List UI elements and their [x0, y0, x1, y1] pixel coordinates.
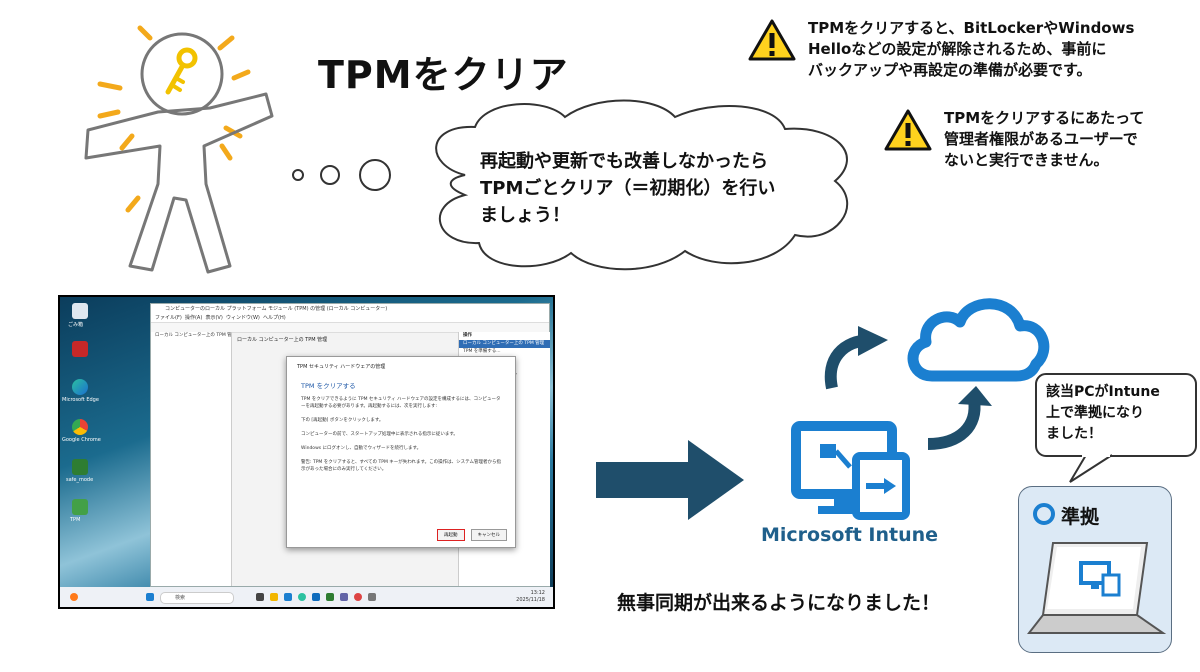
menu-help[interactable]: ヘルプ(H)	[263, 315, 286, 321]
recycle-bin-icon[interactable]	[72, 303, 88, 319]
callout-text: 該当PCがIntune 上で準拠になり ました！	[1046, 384, 1160, 442]
menu-action[interactable]: 操作(A)	[184, 315, 203, 321]
start-icon[interactable]	[146, 593, 154, 601]
circle-icon	[1033, 503, 1055, 525]
toolbar	[151, 323, 549, 333]
dialog-heading: TPM をクリアする	[301, 382, 356, 390]
chrome-taskbar-icon[interactable]	[354, 593, 362, 601]
right-arrow	[596, 440, 744, 520]
warning-text-1: TPMをクリアすると、BitLockerやWindows Helloなどの設定が…	[808, 19, 1135, 79]
clock-date: 2025/11/18	[516, 597, 545, 603]
intune-logo-icon	[791, 421, 910, 520]
menu-view[interactable]: 表示(V)	[205, 315, 223, 321]
laptop-icon	[1027, 542, 1167, 634]
taskbar: 検索 13:12 2025/11/18	[60, 587, 553, 607]
compliance-card: 準拠	[1018, 486, 1172, 653]
chrome-icon[interactable]	[72, 419, 88, 435]
thought-bubble	[435, 99, 849, 271]
callout-bubble	[1035, 373, 1197, 483]
actions-header: 操作	[463, 333, 472, 338]
desktop-icon-label: safe_mode	[66, 477, 94, 483]
bubble-text: 再起動や更新でも改善しなかったら TPMごとクリア（＝初期化）を行い ましょう！	[480, 151, 776, 226]
body	[84, 92, 274, 274]
app-icon[interactable]	[72, 341, 88, 357]
warning-note-1: TPMをクリアすると、BitLockerやWindows Helloなどの設定が…	[748, 18, 1134, 81]
menu-window[interactable]: ウィンドウ(W)	[226, 315, 260, 321]
edge-icon[interactable]	[72, 379, 88, 395]
taskbar-clock: 13:12 2025/11/18	[516, 590, 545, 604]
intune-label: Microsoft Intune	[761, 524, 939, 546]
person-illustration	[84, 25, 274, 274]
console-tree: ローカル コンピューター上の TPM 管理	[151, 332, 232, 586]
head	[140, 32, 224, 116]
edge-taskbar-icon[interactable]	[298, 593, 306, 601]
center-header: ローカル コンピューター上の TPM 管理	[237, 337, 328, 343]
clock-time: 13:12	[530, 590, 545, 596]
store-icon[interactable]	[312, 593, 320, 601]
restart-button[interactable]: 再起動	[437, 529, 465, 541]
mail-icon[interactable]	[284, 593, 292, 601]
warning-icon	[884, 109, 932, 151]
tpm-management-window: コンピューターのローカル プラットフォーム モジュール (TPM) の管理 (ロ…	[150, 303, 550, 587]
window-title: コンピューターのローカル プラットフォーム モジュール (TPM) の管理 (ロ…	[151, 304, 549, 314]
warning-note-2: TPMをクリアするにあたって 管理者権限があるユーザーで ないと実行できません。	[884, 108, 1144, 171]
dialog-buttons: 再起動 キャンセル	[437, 529, 507, 541]
sync-arrow-icon	[927, 386, 992, 450]
clear-tpm-dialog: TPM セキュリティ ハードウェアの管理 TPM をクリアする TPM をクリア…	[286, 356, 516, 548]
page-title: TPMをクリア	[318, 53, 569, 97]
compliance-label: 準拠	[1061, 506, 1100, 528]
cancel-button[interactable]: キャンセル	[470, 529, 507, 541]
thought-dots	[292, 159, 391, 191]
dialog-caption: TPM セキュリティ ハードウェアの管理	[297, 364, 386, 370]
windows-screenshot: ごみ箱 Microsoft Edge Google Chrome safe_mo…	[58, 295, 555, 609]
desktop-icon-label: Microsoft Edge	[62, 397, 99, 403]
success-message: 無事同期が出来るようになりました！	[617, 592, 941, 614]
action-prepare-tpm[interactable]: TPM を準備する...	[463, 349, 501, 354]
menu-bar: ファイル(F) 操作(A) 表示(V) ウィンドウ(W) ヘルプ(H)	[151, 314, 549, 323]
settings-icon[interactable]	[368, 593, 376, 601]
explorer-icon[interactable]	[270, 593, 278, 601]
tree-item-tpm[interactable]: ローカル コンピューター上の TPM 管理	[155, 333, 231, 338]
desktop-icon-label: TPM	[70, 517, 81, 523]
teams-icon[interactable]	[340, 593, 348, 601]
taskview-icon[interactable]	[256, 593, 264, 601]
menu-file[interactable]: ファイル(F)	[155, 315, 182, 321]
action-item[interactable]: ローカル コンピューター上の TPM 管理	[459, 340, 550, 348]
desktop-icon-label: Google Chrome	[62, 437, 101, 443]
key-icon	[165, 47, 198, 95]
warning-icon	[748, 19, 796, 61]
dialog-body: TPM をクリアできるように TPM セキュリティ ハードウェアの設定を構成する…	[301, 397, 501, 472]
safe-mode-icon[interactable]	[72, 459, 88, 475]
cloud-icon	[907, 298, 1050, 382]
taskbar-search[interactable]: 検索	[160, 592, 234, 604]
weather-icon[interactable]	[70, 593, 78, 601]
app-taskbar-icon[interactable]	[326, 593, 334, 601]
warning-text-2: TPMをクリアするにあたって 管理者権限があるユーザーで ないと実行できません。	[944, 109, 1145, 169]
sync-arrow-icon	[824, 326, 888, 390]
desktop-icon-label: ごみ箱	[68, 322, 84, 328]
tpm-shortcut-icon[interactable]	[72, 499, 88, 515]
